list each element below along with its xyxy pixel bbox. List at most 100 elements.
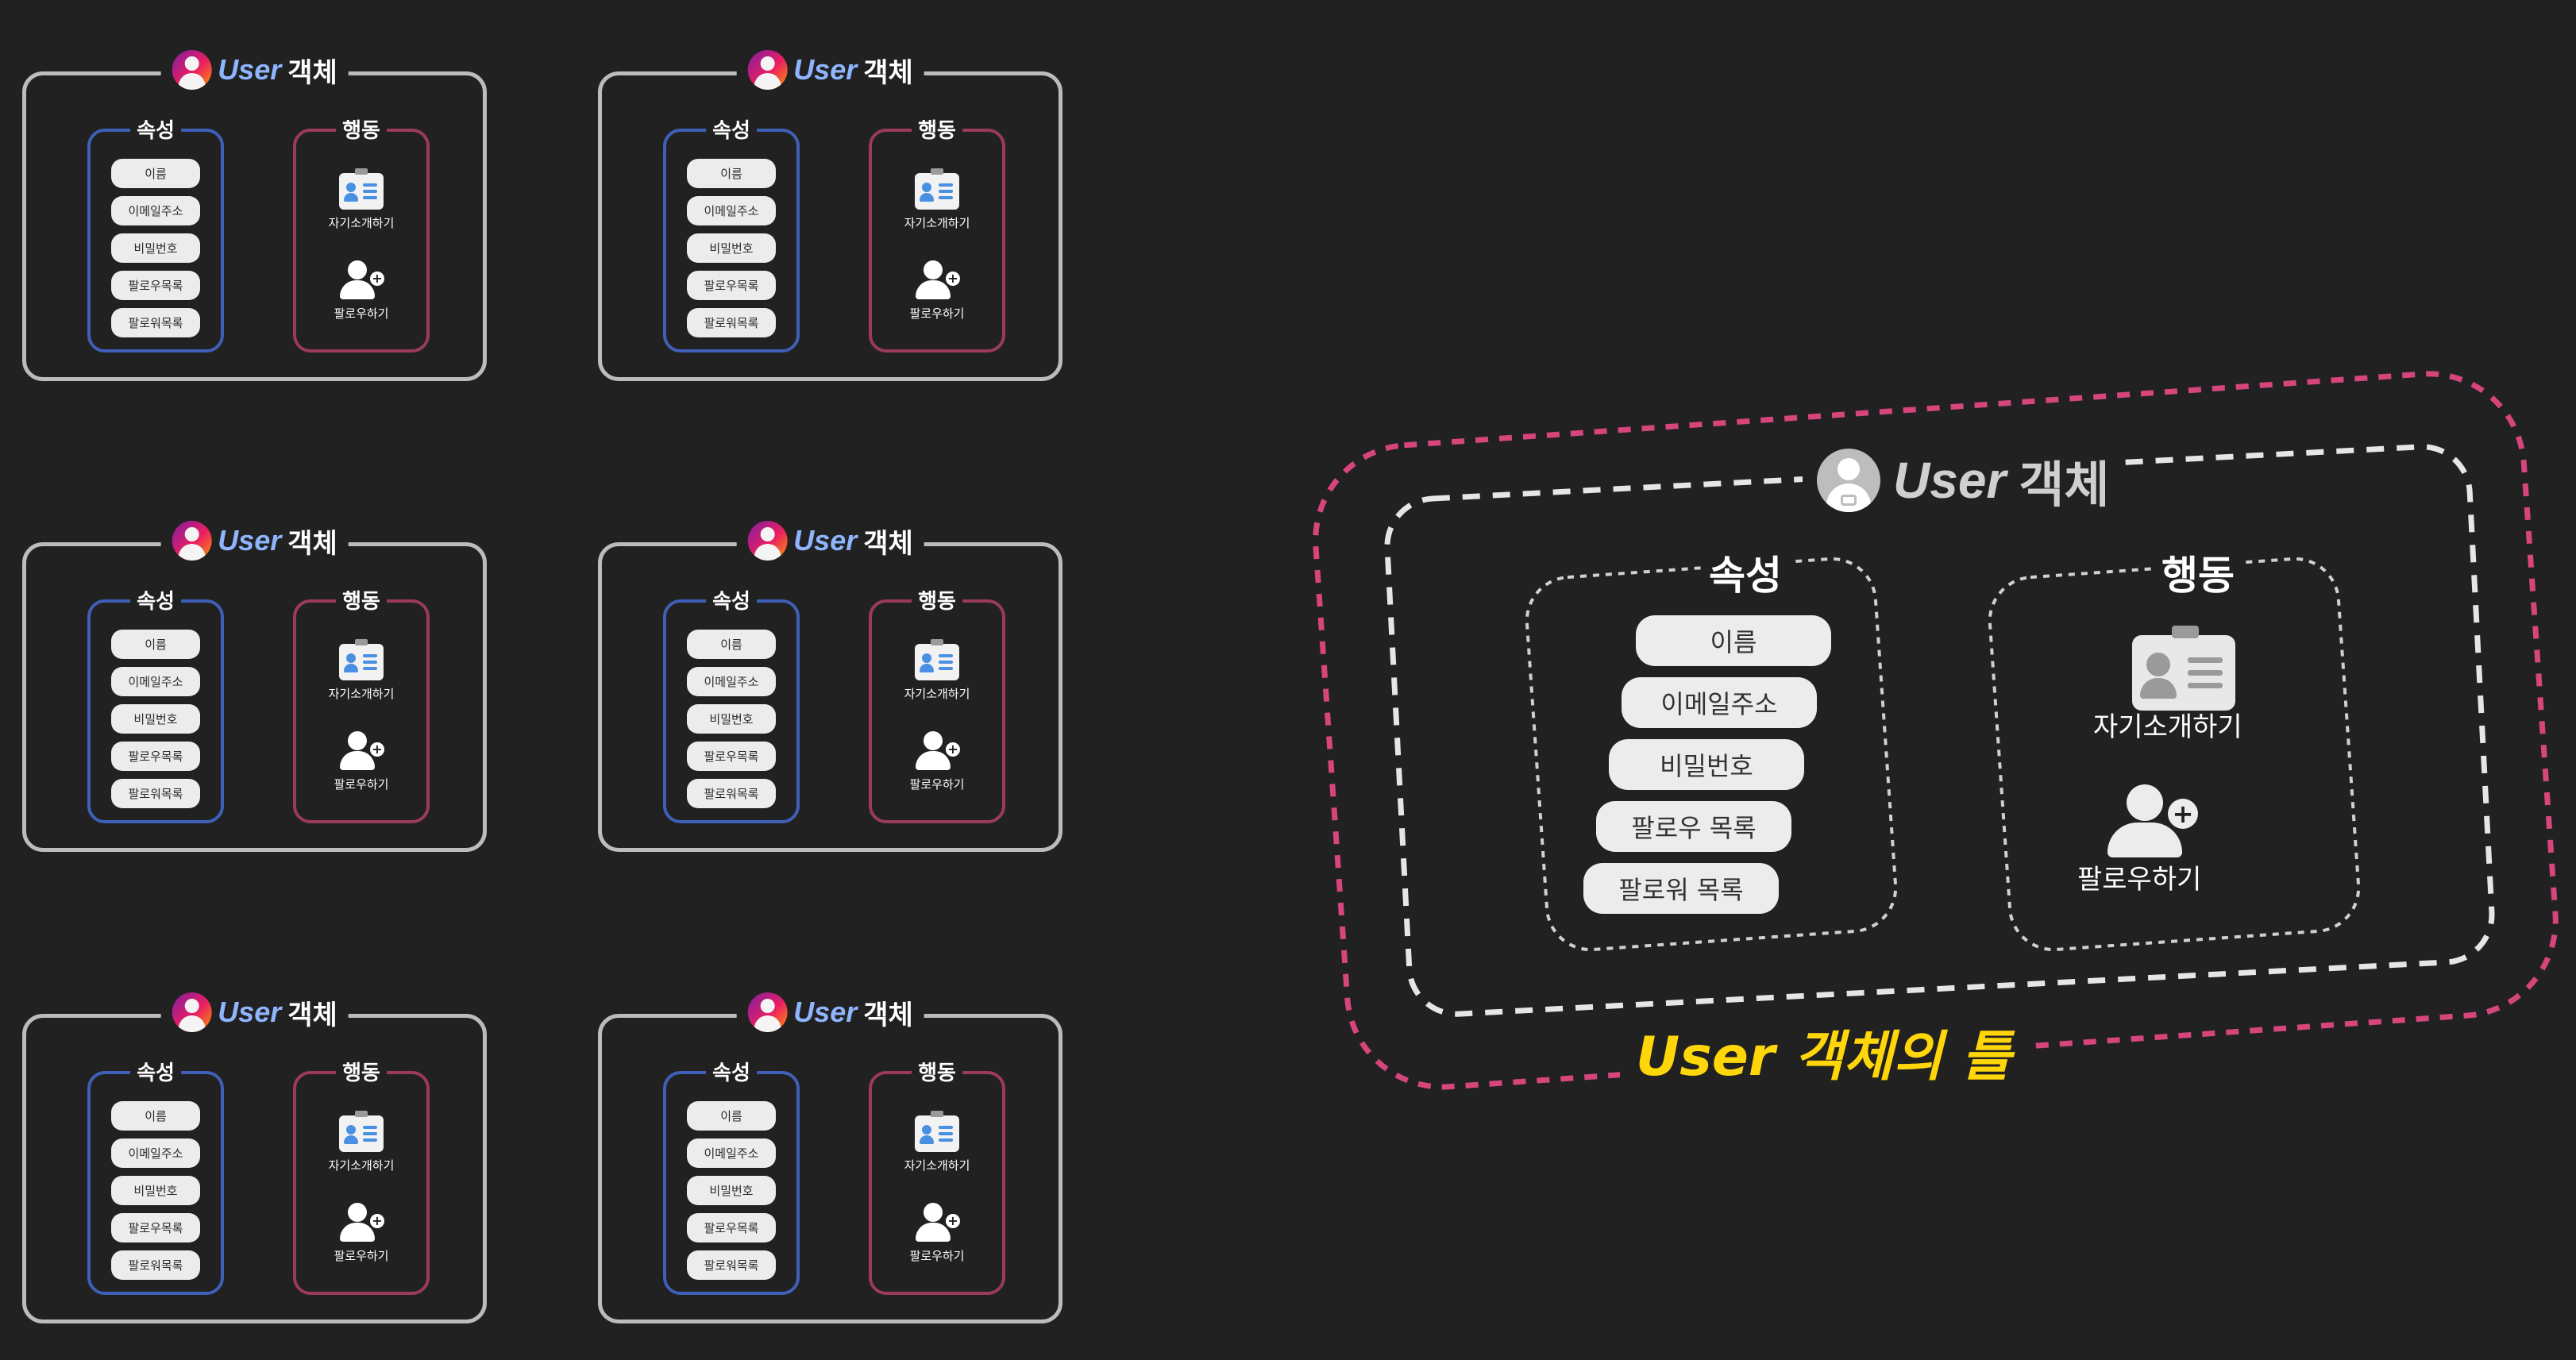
card-title-user: User bbox=[218, 53, 282, 86]
big-beh-follow: 팔로우하기 bbox=[2077, 864, 2202, 896]
attributes-label: 속성 bbox=[706, 1057, 757, 1086]
big-add-user-icon: + bbox=[2096, 784, 2208, 857]
attr-pill: 팔로워목록 bbox=[111, 1250, 200, 1280]
big-attributes-label: 속성 bbox=[1701, 544, 1790, 601]
attributes-label: 속성 bbox=[130, 585, 181, 615]
behaviors-label: 행동 bbox=[912, 585, 962, 615]
big-attr-name: 이름 bbox=[1636, 615, 1831, 666]
card-title-object: 객체 bbox=[287, 56, 337, 89]
card-title-object: 객체 bbox=[287, 527, 337, 560]
attr-pill: 이메일주소 bbox=[687, 1138, 776, 1168]
attr-pill: 이름 bbox=[687, 630, 776, 659]
attr-pill: 팔로우목록 bbox=[111, 1213, 200, 1242]
attr-pill: 이름 bbox=[111, 630, 200, 659]
add-user-icon: + bbox=[912, 1203, 962, 1242]
card-title-user: User bbox=[793, 524, 858, 557]
attr-pill: 팔로워목록 bbox=[111, 308, 200, 337]
attr-pill: 이메일주소 bbox=[111, 196, 200, 225]
attributes-label: 속성 bbox=[706, 114, 757, 144]
template-outer-frame bbox=[1313, 371, 2559, 1090]
behavior-follow: 팔로우하기 bbox=[334, 777, 389, 792]
attr-pill: 비밀번호 bbox=[111, 1176, 200, 1205]
attr-pill: 이름 bbox=[111, 159, 200, 188]
template-caption: User 객체의 틀 bbox=[1620, 1012, 2027, 1091]
behaviors-label: 행동 bbox=[336, 114, 387, 144]
attr-pill: 이름 bbox=[687, 1101, 776, 1131]
id-card-icon bbox=[915, 639, 959, 680]
big-attr-following: 팔로우 목록 bbox=[1596, 801, 1791, 852]
big-object-title: User 객체 bbox=[1803, 445, 2124, 516]
attr-pill: 팔로우목록 bbox=[111, 271, 200, 300]
attr-pill: 팔로워목록 bbox=[687, 1250, 776, 1280]
id-card-icon bbox=[339, 168, 384, 210]
behavior-follow: 팔로우하기 bbox=[909, 1249, 965, 1263]
behavior-introduce: 자기소개하기 bbox=[328, 687, 395, 701]
card-title-object: 객체 bbox=[287, 999, 337, 1031]
attributes-frame bbox=[1525, 557, 1898, 952]
user-avatar-icon bbox=[747, 521, 788, 561]
user-avatar-icon bbox=[172, 521, 212, 561]
attr-pill: 비밀번호 bbox=[687, 1176, 776, 1205]
attr-pill: 이름 bbox=[687, 159, 776, 188]
user-avatar-icon bbox=[747, 992, 788, 1032]
behavior-follow: 팔로우하기 bbox=[334, 306, 389, 321]
attributes-label: 속성 bbox=[706, 585, 757, 615]
attr-pill: 이메일주소 bbox=[111, 1138, 200, 1168]
attr-pill: 이메일주소 bbox=[111, 667, 200, 696]
add-user-icon: + bbox=[337, 1203, 386, 1242]
card-title-object: 객체 bbox=[863, 999, 913, 1031]
attr-pill: 팔로우목록 bbox=[687, 1213, 776, 1242]
behavior-follow: 팔로우하기 bbox=[334, 1249, 389, 1263]
big-attr-email: 이메일주소 bbox=[1622, 677, 1817, 728]
add-user-icon: + bbox=[912, 260, 962, 300]
attr-pill: 팔로워목록 bbox=[687, 779, 776, 808]
behavior-introduce: 자기소개하기 bbox=[904, 216, 970, 230]
attr-pill: 팔로우목록 bbox=[111, 742, 200, 771]
behavior-introduce: 자기소개하기 bbox=[328, 1158, 395, 1173]
attr-pill: 비밀번호 bbox=[687, 704, 776, 734]
attr-pill: 팔로우목록 bbox=[687, 271, 776, 300]
attr-pill: 팔로워목록 bbox=[687, 308, 776, 337]
card-title-object: 객체 bbox=[863, 56, 913, 89]
behavior-introduce: 자기소개하기 bbox=[904, 1158, 970, 1173]
user-avatar-icon bbox=[172, 50, 212, 90]
behaviors-label: 행동 bbox=[336, 585, 387, 615]
add-user-icon: + bbox=[337, 260, 386, 300]
behavior-follow: 팔로우하기 bbox=[909, 777, 965, 792]
big-beh-introduce: 자기소개하기 bbox=[2093, 711, 2242, 743]
user-avatar-icon bbox=[1817, 449, 1880, 512]
behavior-follow: 팔로우하기 bbox=[909, 306, 965, 321]
attr-pill: 이메일주소 bbox=[687, 667, 776, 696]
user-avatar-icon bbox=[172, 992, 212, 1032]
big-attr-followers: 팔로워 목록 bbox=[1583, 863, 1779, 914]
attributes-label: 속성 bbox=[130, 114, 181, 144]
big-behaviors-label: 행동 bbox=[2154, 544, 2242, 601]
card-title-user: User bbox=[218, 996, 282, 1028]
id-card-icon bbox=[915, 1111, 959, 1152]
card-title-user: User bbox=[793, 996, 858, 1028]
card-title-user: User bbox=[793, 53, 858, 86]
behaviors-label: 행동 bbox=[336, 1057, 387, 1086]
big-attr-password: 비밀번호 bbox=[1609, 739, 1804, 790]
card-title-object: 객체 bbox=[863, 527, 913, 560]
attr-pill: 팔로우목록 bbox=[687, 742, 776, 771]
card-title-user: User bbox=[218, 524, 282, 557]
